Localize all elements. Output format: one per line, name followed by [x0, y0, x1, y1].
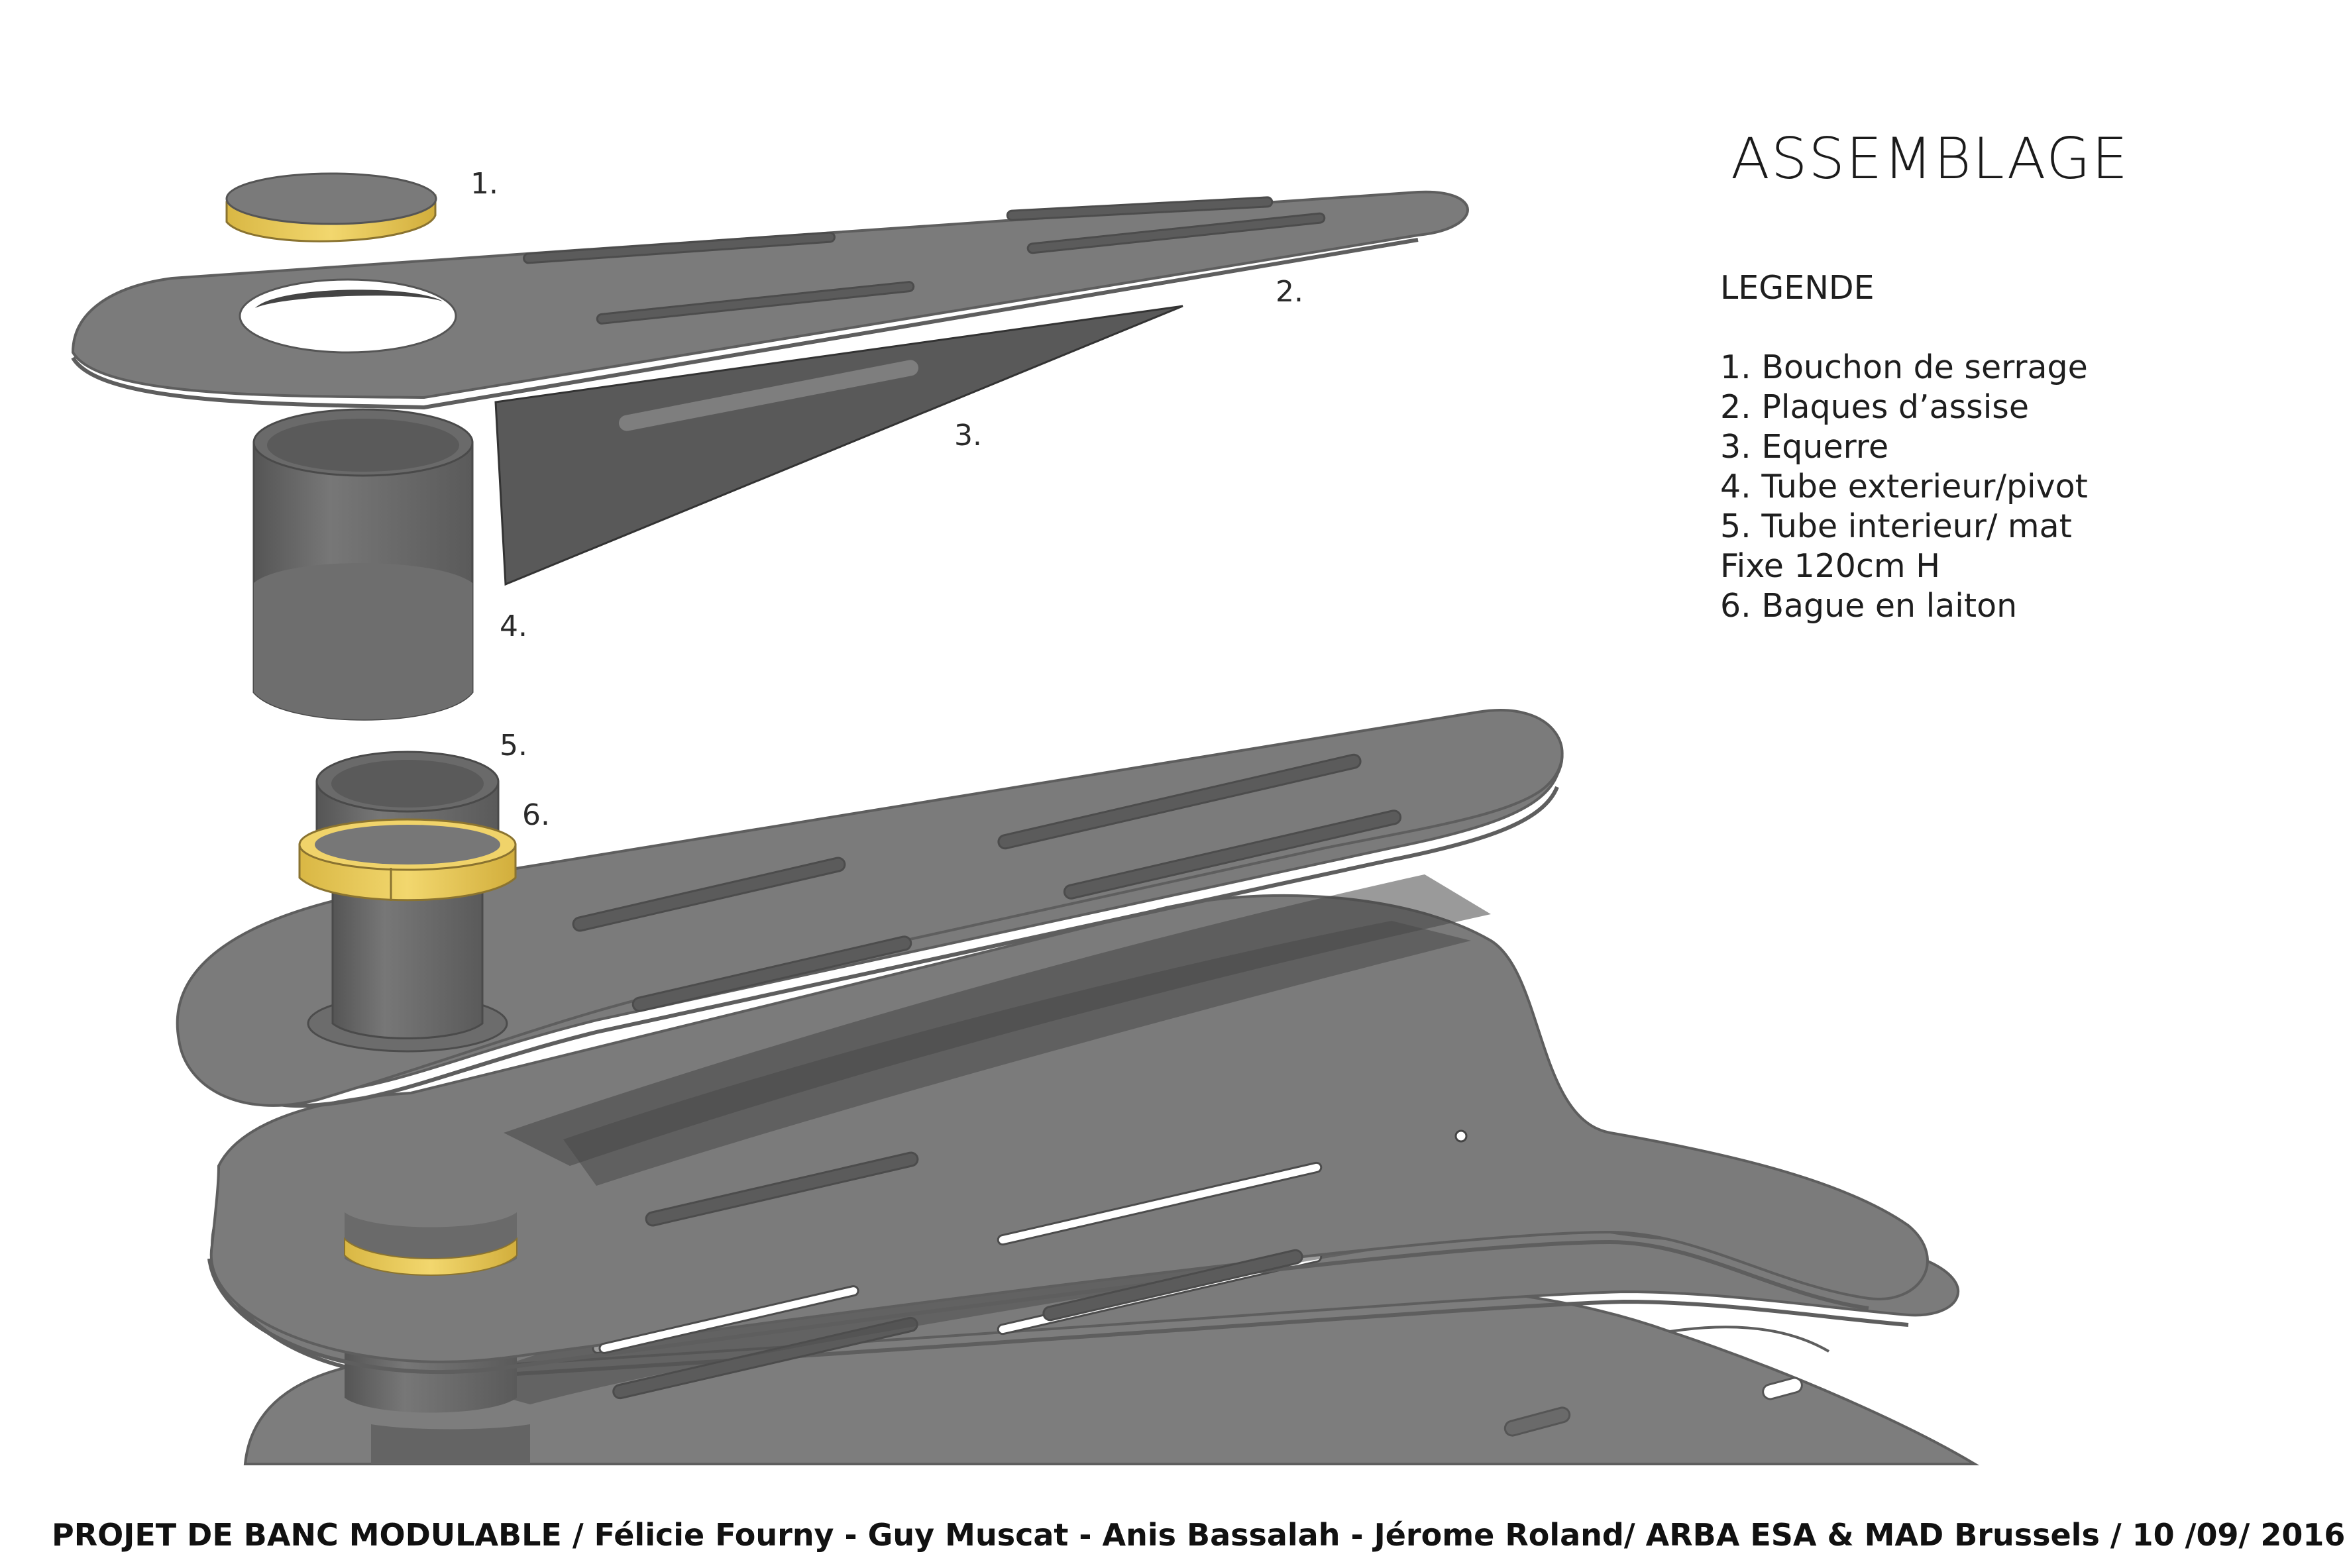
- top-seat-plate-2: [71, 190, 1469, 410]
- callout-4: 4.: [500, 609, 527, 643]
- cap-1: [225, 172, 437, 242]
- lower-plate-4: [243, 1285, 1980, 1465]
- legend-item: Fixe 120cm H: [1720, 547, 1941, 585]
- callout-6: 6.: [522, 798, 550, 832]
- legend-heading: LEGENDE: [1720, 269, 1875, 307]
- callout-5: 5.: [500, 729, 527, 762]
- page-title: ASSEMBLAGE: [1731, 126, 2130, 192]
- legend-item: 3. Equerre: [1720, 428, 1889, 466]
- legend-item: 4. Tube exterieur/pivot: [1720, 468, 2088, 505]
- outer-tube-4: [252, 408, 474, 721]
- legend-item: 1. Bouchon de serrage: [1720, 348, 2088, 386]
- lower-plate-1: [176, 709, 1564, 1108]
- project-credits: PROJET DE BANC MODULABLE / Félicie Fourn…: [52, 1517, 2345, 1553]
- legend-item: 5. Tube interieur/ mat: [1720, 507, 2072, 545]
- callout-2: 2.: [1276, 275, 1303, 309]
- legend-item: 6. Bague en laiton: [1720, 587, 2018, 625]
- lower-plate-2: [207, 894, 1929, 1375]
- callout-1: 1.: [470, 167, 498, 201]
- bracket-3: [494, 305, 1183, 586]
- brass-ring-6: [298, 818, 517, 902]
- inner-tube-5: [315, 751, 500, 1039]
- legend: LEGENDE 1. Bouchon de serrage 2. Plaques…: [1720, 268, 2088, 626]
- callout-3: 3.: [954, 419, 982, 452]
- shadow-band: [504, 874, 1491, 1166]
- legend-item: 2. Plaques d’assise: [1720, 388, 2029, 426]
- assembly-drawing: [71, 172, 1980, 1465]
